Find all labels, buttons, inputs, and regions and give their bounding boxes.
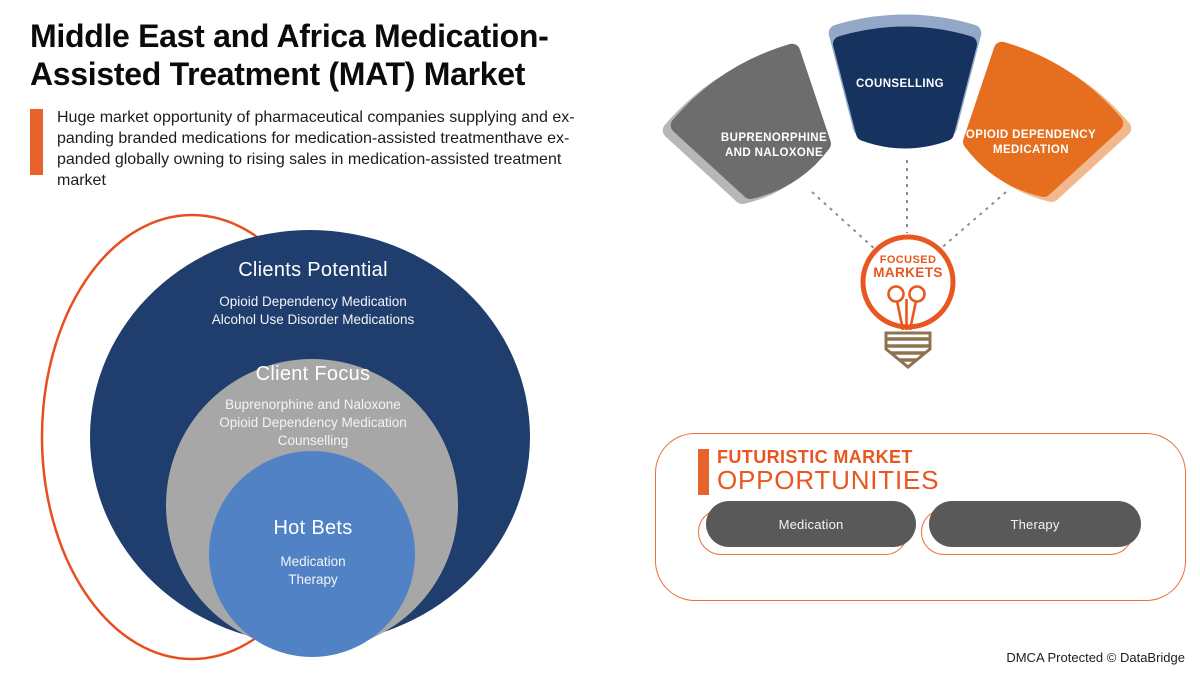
description-line: Huge market opportunity of pharmaceutica… bbox=[57, 109, 575, 126]
description-line: panded globally owning to rising sales i… bbox=[57, 151, 562, 168]
title-accent-bar bbox=[30, 109, 43, 175]
hot-bets-circle bbox=[209, 451, 415, 657]
description-line: market bbox=[57, 172, 106, 189]
futuristic-heading-line1: FUTURISTIC MARKET bbox=[717, 447, 913, 467]
bulb-outline bbox=[860, 234, 956, 330]
futuristic-opportunities-panel: FUTURISTIC MARKET OPPORTUNITIES Medicati… bbox=[655, 433, 1186, 601]
connector-right bbox=[938, 191, 1007, 251]
market-description: Huge market opportunity of pharmaceutica… bbox=[57, 107, 575, 191]
futuristic-accent-bar bbox=[698, 449, 709, 495]
page-title: Middle East and Africa Medication- Assis… bbox=[30, 17, 549, 93]
dmca-credit: DMCA Protected © DataBridge bbox=[1006, 650, 1185, 665]
description-line: panding branded medications for medicati… bbox=[57, 130, 570, 147]
hot-bets-title: Hot Bets bbox=[273, 517, 353, 539]
connector-left bbox=[811, 191, 877, 251]
medication-pill: Medication bbox=[706, 501, 916, 547]
counselling-segment-label: COUNSELLING bbox=[855, 78, 945, 90]
bulb-filament bbox=[887, 285, 926, 331]
title-line-1: Middle East and Africa Medication- bbox=[30, 18, 549, 54]
client-focus-title: Client Focus bbox=[255, 363, 371, 385]
hot-bets-items: Medication Therapy bbox=[280, 554, 346, 587]
focused-markets-fan: FOCUSED MARKETS bbox=[640, 0, 1200, 369]
connector-lines bbox=[811, 160, 1007, 251]
buprenorphine-segment-label: BUPRENORPHINE AND NALOXONE bbox=[720, 132, 828, 159]
bulb-label-line2: MARKETS bbox=[873, 265, 943, 280]
lightbulb-icon: FOCUSED MARKETS bbox=[860, 234, 956, 369]
bulb-base bbox=[884, 331, 932, 369]
title-line-2: Assisted Treatment (MAT) Market bbox=[30, 56, 526, 92]
buprenorphine-segment bbox=[674, 44, 847, 211]
client-focus-items: Buprenorphine and Naloxone Opioid Depend… bbox=[219, 397, 407, 448]
venn-diagram bbox=[40, 213, 530, 661]
clients-potential-items: Opioid Dependency Medication Alcohol Use… bbox=[211, 294, 415, 327]
bulb-label-line1: FOCUSED bbox=[880, 254, 937, 266]
futuristic-heading-line2: OPPORTUNITIES bbox=[717, 465, 940, 495]
opioid-segment-label: OPIOID DEPENDENCY MEDICATION bbox=[965, 129, 1097, 156]
therapy-pill: Therapy bbox=[929, 501, 1141, 547]
clients-potential-title: Clients Potential bbox=[238, 259, 388, 281]
